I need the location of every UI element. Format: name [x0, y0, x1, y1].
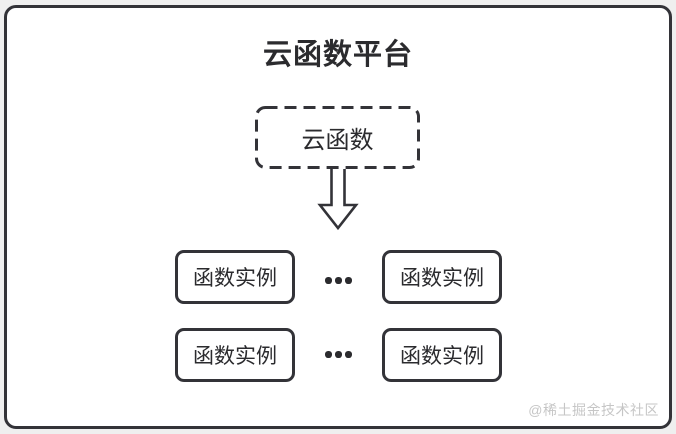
function-instance-label: 函数实例 [400, 267, 484, 290]
function-instance-label: 函数实例 [193, 345, 277, 368]
ellipsis-dot [335, 277, 342, 284]
ellipsis-dot [335, 351, 342, 358]
ellipsis-icon [325, 277, 352, 284]
diagram-title: 云函数平台 [262, 39, 413, 71]
watermark: @稀土掘金技术社区 [528, 402, 659, 418]
function-instance-box: 函数实例 [175, 250, 295, 304]
function-instance-box: 函数实例 [175, 328, 295, 382]
function-instance-box: 函数实例 [382, 250, 502, 304]
ellipsis-dot [345, 351, 352, 358]
ellipsis-dot [345, 277, 352, 284]
cloud-function-label: 云函数 [301, 127, 374, 154]
down-arrow-icon [317, 169, 359, 231]
cloud-function-box: 云函数 [255, 106, 420, 169]
ellipsis-icon [325, 351, 352, 358]
ellipsis-dot [325, 277, 332, 284]
ellipsis-dot [325, 351, 332, 358]
dashed-border [255, 106, 420, 169]
function-instance-box: 函数实例 [382, 328, 502, 382]
function-instance-label: 函数实例 [400, 345, 484, 368]
function-instance-label: 函数实例 [193, 267, 277, 290]
